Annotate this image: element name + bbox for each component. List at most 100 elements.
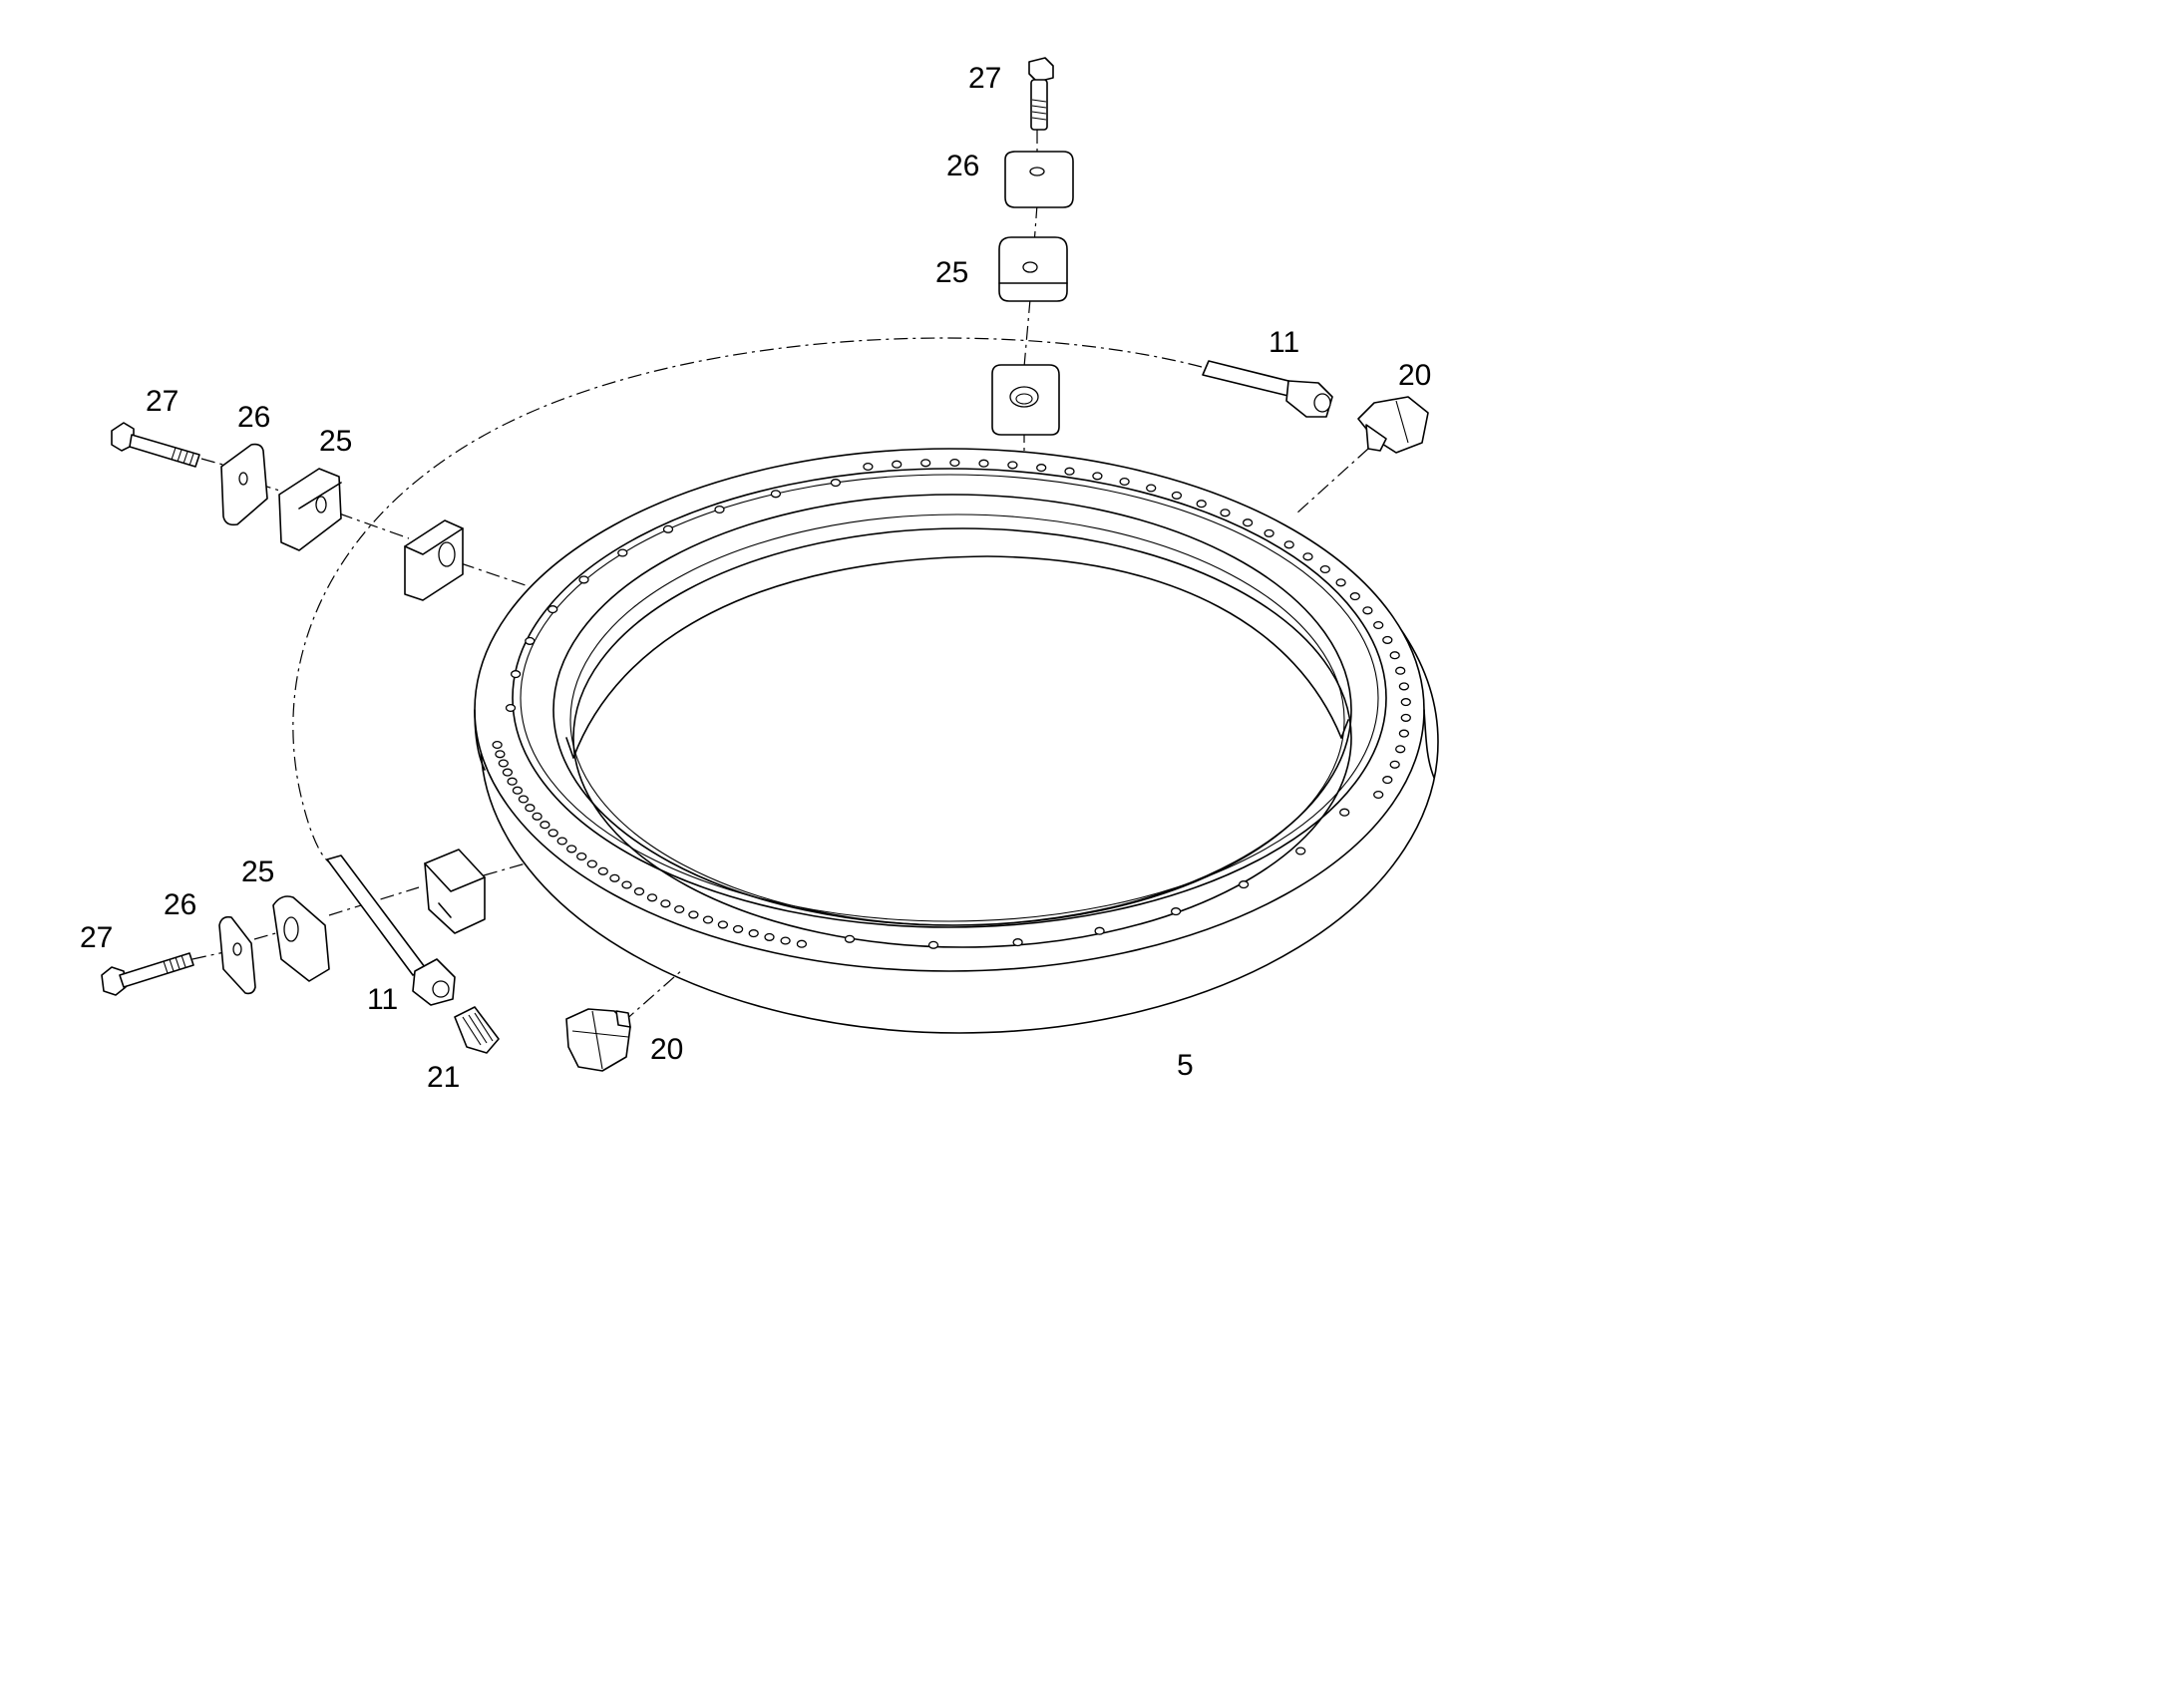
callout-26-top: 26	[946, 150, 979, 182]
left-washer-26	[220, 443, 268, 526]
bottom-tube-11	[326, 854, 456, 1006]
bolt-hole	[1373, 790, 1384, 800]
bottom-nipple-21	[454, 1006, 500, 1054]
callout-27-top: 27	[968, 62, 1001, 95]
callout-11-top: 11	[1269, 326, 1299, 359]
bolt-hole	[1171, 491, 1183, 500]
callout-25-left: 25	[319, 425, 352, 458]
bolt-hole	[1242, 518, 1254, 527]
top-tube-11	[1202, 360, 1333, 418]
callout-27-left: 27	[146, 385, 179, 418]
bolt-hole	[863, 462, 874, 472]
bolt-hole	[1146, 484, 1157, 493]
top-washer-26	[1004, 151, 1074, 208]
bolt-hole	[1092, 472, 1103, 481]
bolt-holes	[492, 458, 1411, 949]
bolt-hole	[1382, 776, 1393, 785]
top-fitting-20	[1357, 396, 1429, 454]
bolt-hole	[1012, 938, 1023, 947]
bolt-hole	[796, 939, 808, 948]
bolt-hole	[1238, 880, 1250, 889]
left-clamp-25	[278, 468, 342, 551]
bolt-hole	[547, 605, 558, 614]
bolt-hole	[576, 852, 587, 861]
bolt-hole	[646, 893, 658, 902]
callouts: 27 26 25 11 20 27 26 25 25 26 27 11 21 2…	[80, 62, 1431, 1094]
bolt-hole	[1398, 682, 1410, 691]
bolt-hole	[978, 459, 989, 468]
bolt-hole	[518, 795, 530, 804]
bolt-hole	[1170, 907, 1182, 916]
bolt-hole	[505, 703, 517, 713]
bolt-hole	[1395, 745, 1406, 754]
bolt-hole	[1036, 464, 1047, 473]
bolt-hole	[1389, 760, 1400, 769]
slewing-ring	[474, 448, 1439, 1034]
bolt-hole	[1373, 620, 1384, 630]
bolt-hole	[1335, 578, 1346, 587]
bolt-hole	[510, 670, 522, 679]
bolt-hole	[617, 548, 628, 557]
callout-11-bottom: 11	[367, 983, 398, 1016]
callout-25-top: 25	[935, 256, 968, 289]
bolt-hole	[780, 936, 791, 945]
bolt-hole	[1295, 847, 1306, 855]
bolt-hole	[498, 759, 509, 768]
bolt-hole	[949, 458, 960, 468]
bolt-hole	[844, 934, 856, 943]
callout-20-top: 20	[1398, 359, 1431, 392]
bolt-hole	[1119, 477, 1130, 487]
bolt-hole	[578, 575, 589, 584]
bolt-hole	[1398, 729, 1410, 738]
bolt-hole	[1064, 467, 1075, 476]
bolt-hole	[1395, 666, 1406, 675]
bottom-block	[424, 849, 486, 934]
bottom-clamp-25	[272, 895, 330, 982]
bolt-hole	[1382, 635, 1393, 644]
bolt-hole	[621, 880, 632, 889]
bolt-hole	[633, 887, 645, 896]
bolt-hole	[892, 460, 903, 469]
bolt-hole	[586, 859, 597, 868]
bolt-hole	[1389, 651, 1400, 660]
bolt-hole	[770, 490, 782, 499]
bolt-hole	[492, 740, 503, 750]
callout-26-left: 26	[237, 401, 270, 434]
left-block	[404, 519, 464, 601]
bolt-hole	[507, 777, 518, 786]
bolt-hole	[566, 845, 577, 854]
bottom-fitting-20	[565, 1008, 631, 1072]
bolt-hole	[1319, 564, 1330, 574]
bolt-hole	[532, 812, 543, 821]
bolt-hole	[660, 899, 671, 908]
callout-20-bottom: 20	[650, 1033, 683, 1066]
exploded-assembly-drawing: 27 26 25 11 20 27 26 25 25 26 27 11 21 2…	[80, 57, 1439, 1094]
bolt-hole	[597, 866, 608, 875]
bottom-bolt-27	[101, 952, 194, 996]
bolt-hole	[674, 904, 685, 914]
bolt-hole	[556, 837, 567, 846]
bolt-hole	[1362, 606, 1373, 615]
bolt-hole	[1007, 461, 1018, 470]
bolt-hole	[1400, 698, 1411, 707]
top-clamp-25	[998, 236, 1068, 302]
bolt-hole	[502, 768, 514, 777]
callout-5: 5	[1177, 1049, 1194, 1082]
bolt-hole	[662, 524, 674, 533]
callout-21-bottom: 21	[427, 1061, 460, 1094]
bolt-hole	[540, 821, 550, 830]
bolt-hole	[1196, 500, 1207, 509]
bolt-hole	[1349, 592, 1360, 601]
bolt-hole	[702, 915, 714, 924]
callout-25-bottom: 25	[241, 855, 274, 888]
bolt-hole	[830, 479, 842, 488]
top-bolt-27	[1028, 57, 1054, 131]
bolt-hole	[688, 910, 699, 919]
bolt-hole	[1264, 528, 1274, 537]
top-block	[991, 364, 1060, 436]
callout-27-bottom: 27	[80, 921, 113, 954]
bolt-hole	[927, 940, 939, 949]
bolt-hole	[920, 459, 931, 468]
bolt-hole	[1302, 552, 1313, 561]
bolt-hole	[1094, 926, 1105, 935]
